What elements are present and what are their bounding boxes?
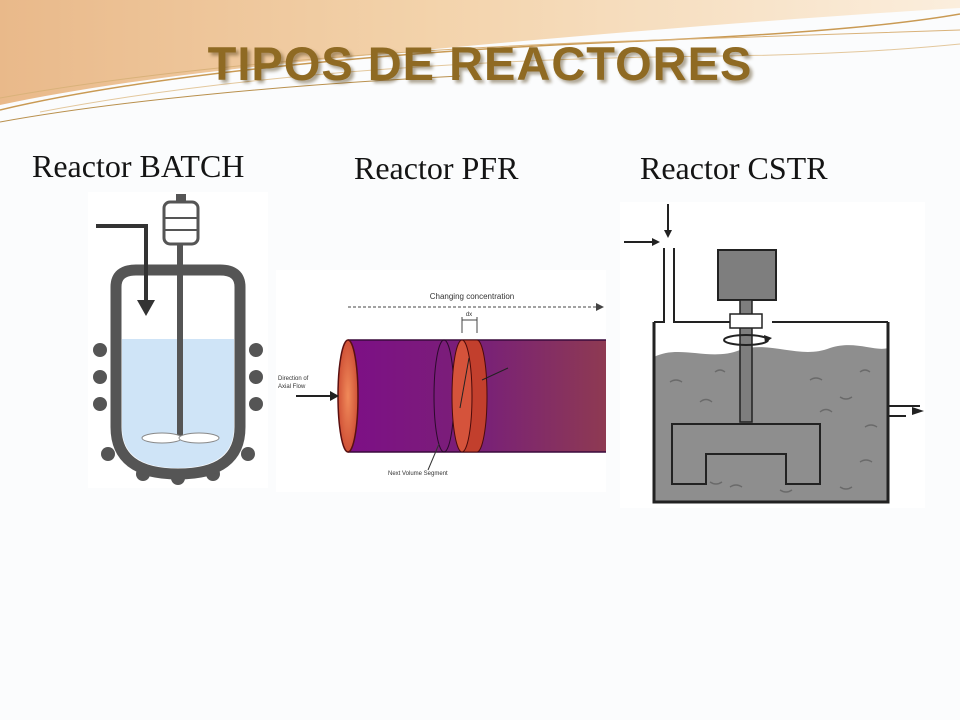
cstr-diagram	[620, 202, 925, 508]
dx-text: dx	[466, 312, 472, 318]
flow-direction-text-1: Direction of	[278, 376, 309, 382]
slide-title: TIPOS DE REACTORES	[207, 37, 753, 90]
label-cstr: Reactor CSTR	[640, 150, 828, 186]
flow-direction-text-2: Axial Flow	[278, 384, 306, 390]
batch-reactor-diagram	[88, 192, 268, 488]
decorative-banner	[0, 0, 960, 123]
changing-concentration-text: Changing concentration	[430, 292, 515, 301]
pfr-diagram: Changing concentration dx Directio	[276, 270, 606, 492]
label-pfr: Reactor PFR	[354, 150, 519, 186]
label-batch: Reactor BATCH	[32, 148, 245, 184]
next-volume-segment-text: Next Volume Segment	[388, 471, 448, 477]
